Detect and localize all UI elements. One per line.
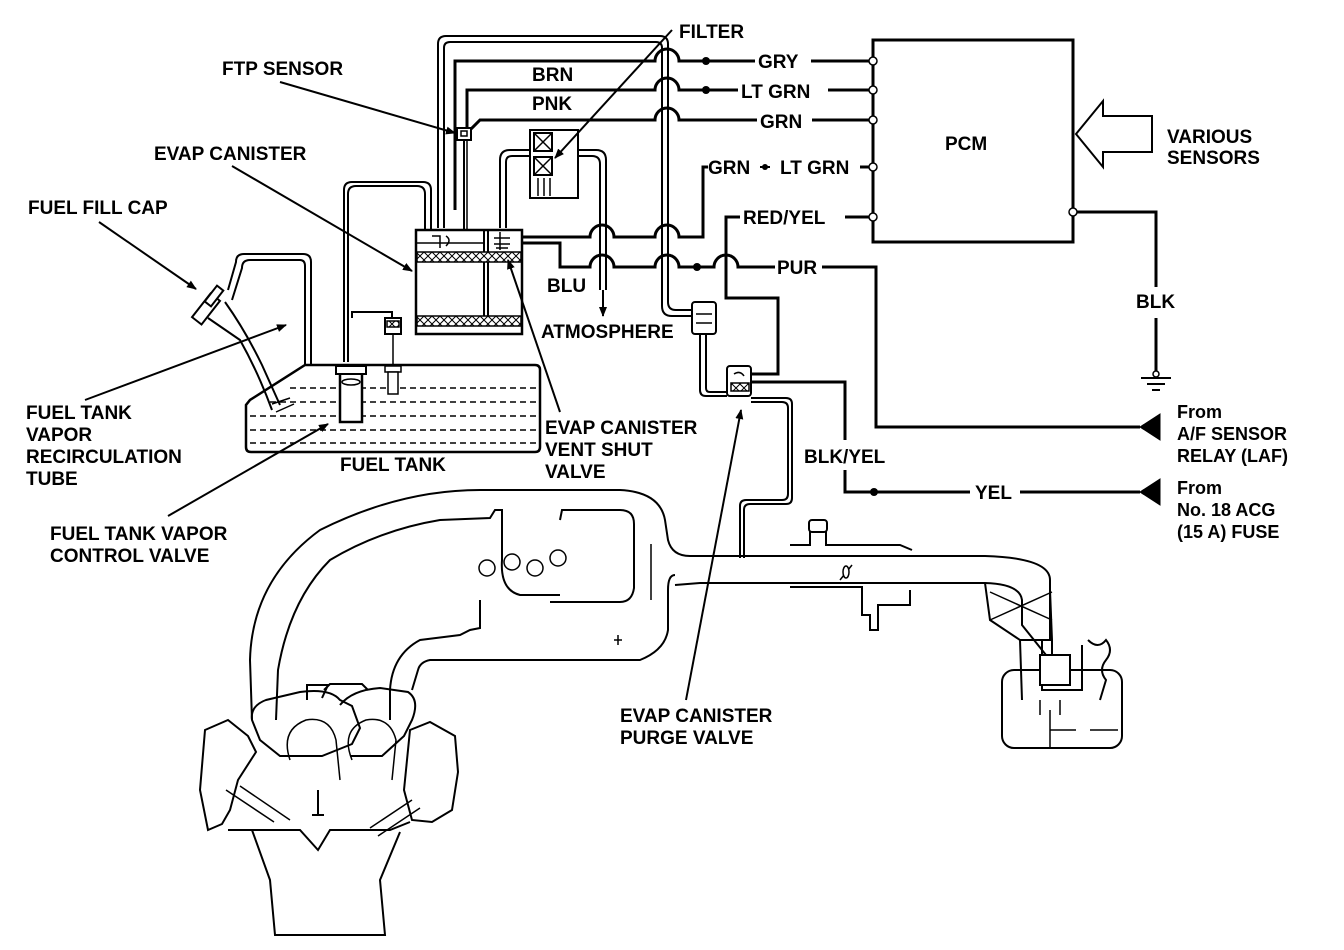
wire-label-lt-grn-2: LT GRN (780, 158, 849, 179)
source-fuse-line-3: (15 A) FUSE (1177, 522, 1279, 542)
evap-canister (414, 228, 524, 336)
recirc-tube-label-4: TUBE (26, 469, 78, 490)
pcm-label: PCM (945, 134, 987, 155)
vapor-control-valve (335, 311, 402, 424)
recirculation-tube (227, 253, 312, 365)
wire-lt-grn: LT GRN (465, 76, 878, 130)
wire-label-red-yel: RED/YEL (743, 208, 826, 229)
purge-valve-label: EVAP CANISTER PURGE VALVE (620, 706, 773, 749)
filter-label: FILTER (679, 22, 744, 43)
wire-label-lt-grn: LT GRN (741, 82, 810, 103)
filter-leader (554, 29, 673, 159)
wire-label-pur: PUR (777, 258, 817, 279)
vent-shut-valve-label-1: EVAP CANISTER (545, 418, 698, 439)
recirc-tube-leader (84, 324, 287, 401)
vapor-control-valve-label: FUEL TANK VAPOR CONTROL VALVE (50, 524, 228, 567)
vent-shut-valve-label-3: VALVE (545, 462, 606, 483)
atmosphere-vent-pipe: ATMOSPHERE (499, 149, 674, 343)
engine-block (198, 683, 460, 936)
wire-label-grn-2: GRN (708, 158, 750, 179)
canister-tank-pipe (343, 181, 432, 362)
wire-label-grn: GRN (760, 112, 802, 133)
various-sensors-label-2: SENSORS (1167, 148, 1260, 169)
evap-canister-purge-valve (691, 301, 793, 558)
ftp-sensor-label: FTP SENSOR (222, 59, 343, 80)
source-fuse-line-2: No. 18 ACG (1177, 500, 1275, 520)
triangle-connector-icon (1139, 413, 1161, 441)
wire-red-yel: RED/YEL (724, 208, 878, 376)
purge-valve-label-1: EVAP CANISTER (620, 706, 773, 727)
wire-blk-yel: BLK/YEL YEL (750, 380, 1140, 504)
recirc-tube-label-3: RECIRCULATION (26, 447, 182, 468)
ftp-sensor (456, 127, 472, 230)
recirc-tube-label-1: FUEL TANK (26, 403, 132, 424)
evap-canister-leader (231, 165, 413, 272)
pcm-module: PCM (871, 38, 1075, 244)
source-af-line-3: RELAY (LAF) (1177, 446, 1288, 466)
wire-label-gry: GRY (758, 52, 799, 73)
throttle-body (790, 519, 913, 631)
wire-label-yel: YEL (975, 483, 1012, 504)
hollow-arrow-icon (1074, 98, 1153, 170)
wire-label-blk-yel: BLK/YEL (804, 447, 886, 468)
recirc-tube-label: FUEL TANK VAPOR RECIRCULATION TUBE (26, 403, 182, 490)
fuel-fill-cap-leader (98, 221, 197, 290)
purge-valve-label-2: PURGE VALVE (620, 728, 753, 749)
triangle-connector-icon (1139, 478, 1161, 506)
air-cleaner (984, 582, 1123, 749)
fuel-tank-label: FUEL TANK (340, 455, 446, 476)
vapor-control-valve-label-1: FUEL TANK VAPOR (50, 524, 228, 545)
source-acg-fuse: From No. 18 ACG (15 A) FUSE (1139, 478, 1279, 542)
ground-icon (1141, 370, 1171, 391)
recirc-tube-label-2: VAPOR (26, 425, 92, 446)
atmosphere-label: ATMOSPHERE (541, 322, 674, 343)
source-af-line-1: From (1177, 402, 1222, 422)
wire-grn: GRN (468, 106, 878, 133)
source-af-sensor-relay: From A/F SENSOR RELAY (LAF) (1139, 402, 1288, 466)
source-fuse-line-1: From (1177, 478, 1222, 498)
source-af-line-2: A/F SENSOR (1177, 424, 1287, 444)
vent-shut-valve-label-2: VENT SHUT (545, 440, 653, 461)
fuel-fill-pipe (190, 284, 295, 413)
wire-blk: BLK (1068, 207, 1175, 391)
wire-label-blu: BLU (547, 276, 586, 297)
vapor-control-valve-label-2: CONTROL VALVE (50, 546, 209, 567)
wire-grn-lt-grn: GRN LT GRN (520, 158, 878, 239)
vent-shut-valve-label: EVAP CANISTER VENT SHUT VALVE (545, 418, 698, 483)
fuel-fill-cap-label: FUEL FILL CAP (28, 198, 168, 219)
wire-label-brn: BRN (532, 65, 573, 86)
ftp-sensor-leader (279, 81, 456, 135)
wire-label-pnk: PNK (532, 94, 572, 115)
wire-gry: GRY (453, 47, 878, 210)
intake-manifold (248, 489, 1051, 721)
evap-canister-label: EVAP CANISTER (154, 144, 307, 165)
vent-shut-valve-leader (507, 259, 561, 413)
wire-blu-pur: BLU PUR (520, 241, 1140, 429)
various-sensors-input: VARIOUS SENSORS (1074, 98, 1260, 170)
various-sensors-label-1: VARIOUS (1167, 127, 1252, 148)
purge-valve-leader (685, 409, 744, 701)
wire-label-blk: BLK (1136, 292, 1175, 313)
vapor-control-valve-leader (167, 423, 329, 517)
